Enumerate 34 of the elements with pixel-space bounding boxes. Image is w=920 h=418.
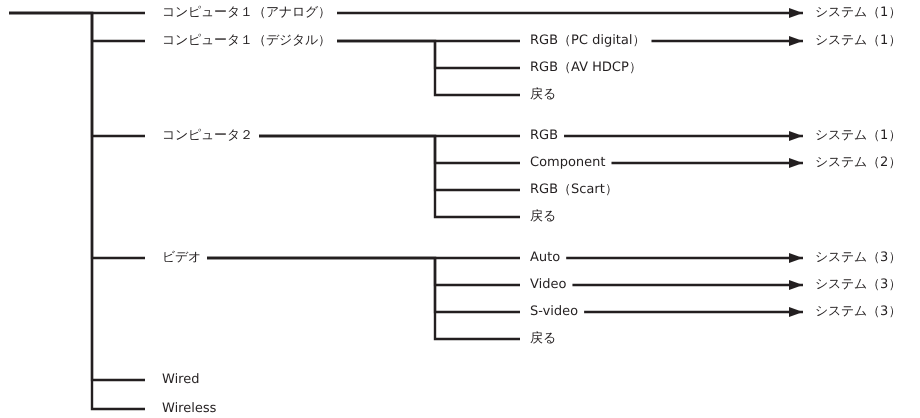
menu-item: RGB（PC digital） (520, 33, 652, 49)
arrow (651, 36, 803, 46)
menu-item: コンピュータ１（デジタル） (145, 33, 337, 49)
result-label: システム（2） (803, 155, 908, 171)
menu-item: ビデオ (145, 250, 207, 266)
arrow (337, 8, 803, 18)
arrow (611, 158, 803, 168)
arrow (566, 253, 803, 263)
result-label: システム（1） (803, 128, 908, 144)
menu-item: 戻る (520, 331, 562, 347)
result-label: システム（3） (803, 304, 908, 320)
menu-item: Component (520, 155, 612, 171)
menu-item: 戻る (520, 209, 562, 225)
result-label: システム（1） (803, 33, 908, 49)
tree-line (207, 256, 520, 340)
arrow (572, 280, 803, 290)
menu-item: Video (520, 277, 572, 293)
menu-item: S-video (520, 304, 584, 320)
menu-item: 戻る (520, 87, 562, 103)
menu-item: Wireless (145, 401, 222, 417)
result-label: システム（1） (803, 5, 908, 21)
result-label: システム（3） (803, 250, 908, 266)
arrow (564, 131, 803, 141)
menu-item: コンピュータ２ (145, 128, 259, 144)
tree-line (259, 134, 520, 218)
arrow (584, 307, 803, 317)
menu-item: RGB (520, 128, 564, 144)
menu-item: Auto (520, 250, 566, 266)
tree-line (337, 40, 520, 96)
menu-item: Wired (145, 372, 206, 388)
menu-item: RGB（Scart） (520, 182, 624, 198)
menu-item: RGB（AV HDCP） (520, 60, 648, 76)
menu-item: コンピュータ１（アナログ） (145, 5, 337, 21)
result-label: システム（3） (803, 277, 908, 293)
